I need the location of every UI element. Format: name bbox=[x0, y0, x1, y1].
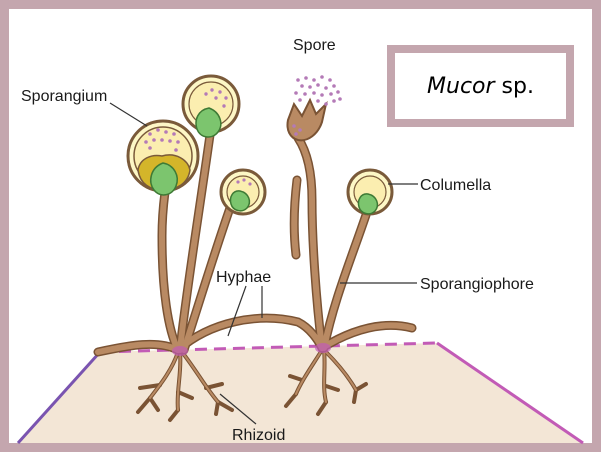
rhizoid-node-right bbox=[315, 343, 331, 353]
rhizoid-node-left bbox=[172, 346, 188, 356]
leader-sporangium bbox=[110, 103, 147, 126]
label-hyphae: Hyphae bbox=[216, 269, 271, 286]
substrate bbox=[18, 343, 583, 443]
label-columella: Columella bbox=[420, 177, 491, 194]
title-suffix: sp. bbox=[502, 74, 534, 99]
sporangium-columella bbox=[348, 170, 392, 214]
title-genus: Mucor bbox=[427, 74, 495, 99]
sporangium-large bbox=[128, 121, 198, 195]
ruptured-sporangium bbox=[287, 100, 326, 140]
label-spore: Spore bbox=[293, 37, 336, 54]
sporangium-upper bbox=[183, 76, 239, 137]
leader-hyphae bbox=[228, 286, 246, 336]
label-sporangium: Sporangium bbox=[21, 88, 107, 105]
label-sporangiophore: Sporangiophore bbox=[420, 276, 534, 293]
title-box: Mucor sp. bbox=[387, 45, 574, 127]
label-rhizoid: Rhizoid bbox=[232, 427, 285, 444]
sporangium-small bbox=[221, 170, 265, 214]
spores bbox=[294, 75, 342, 106]
